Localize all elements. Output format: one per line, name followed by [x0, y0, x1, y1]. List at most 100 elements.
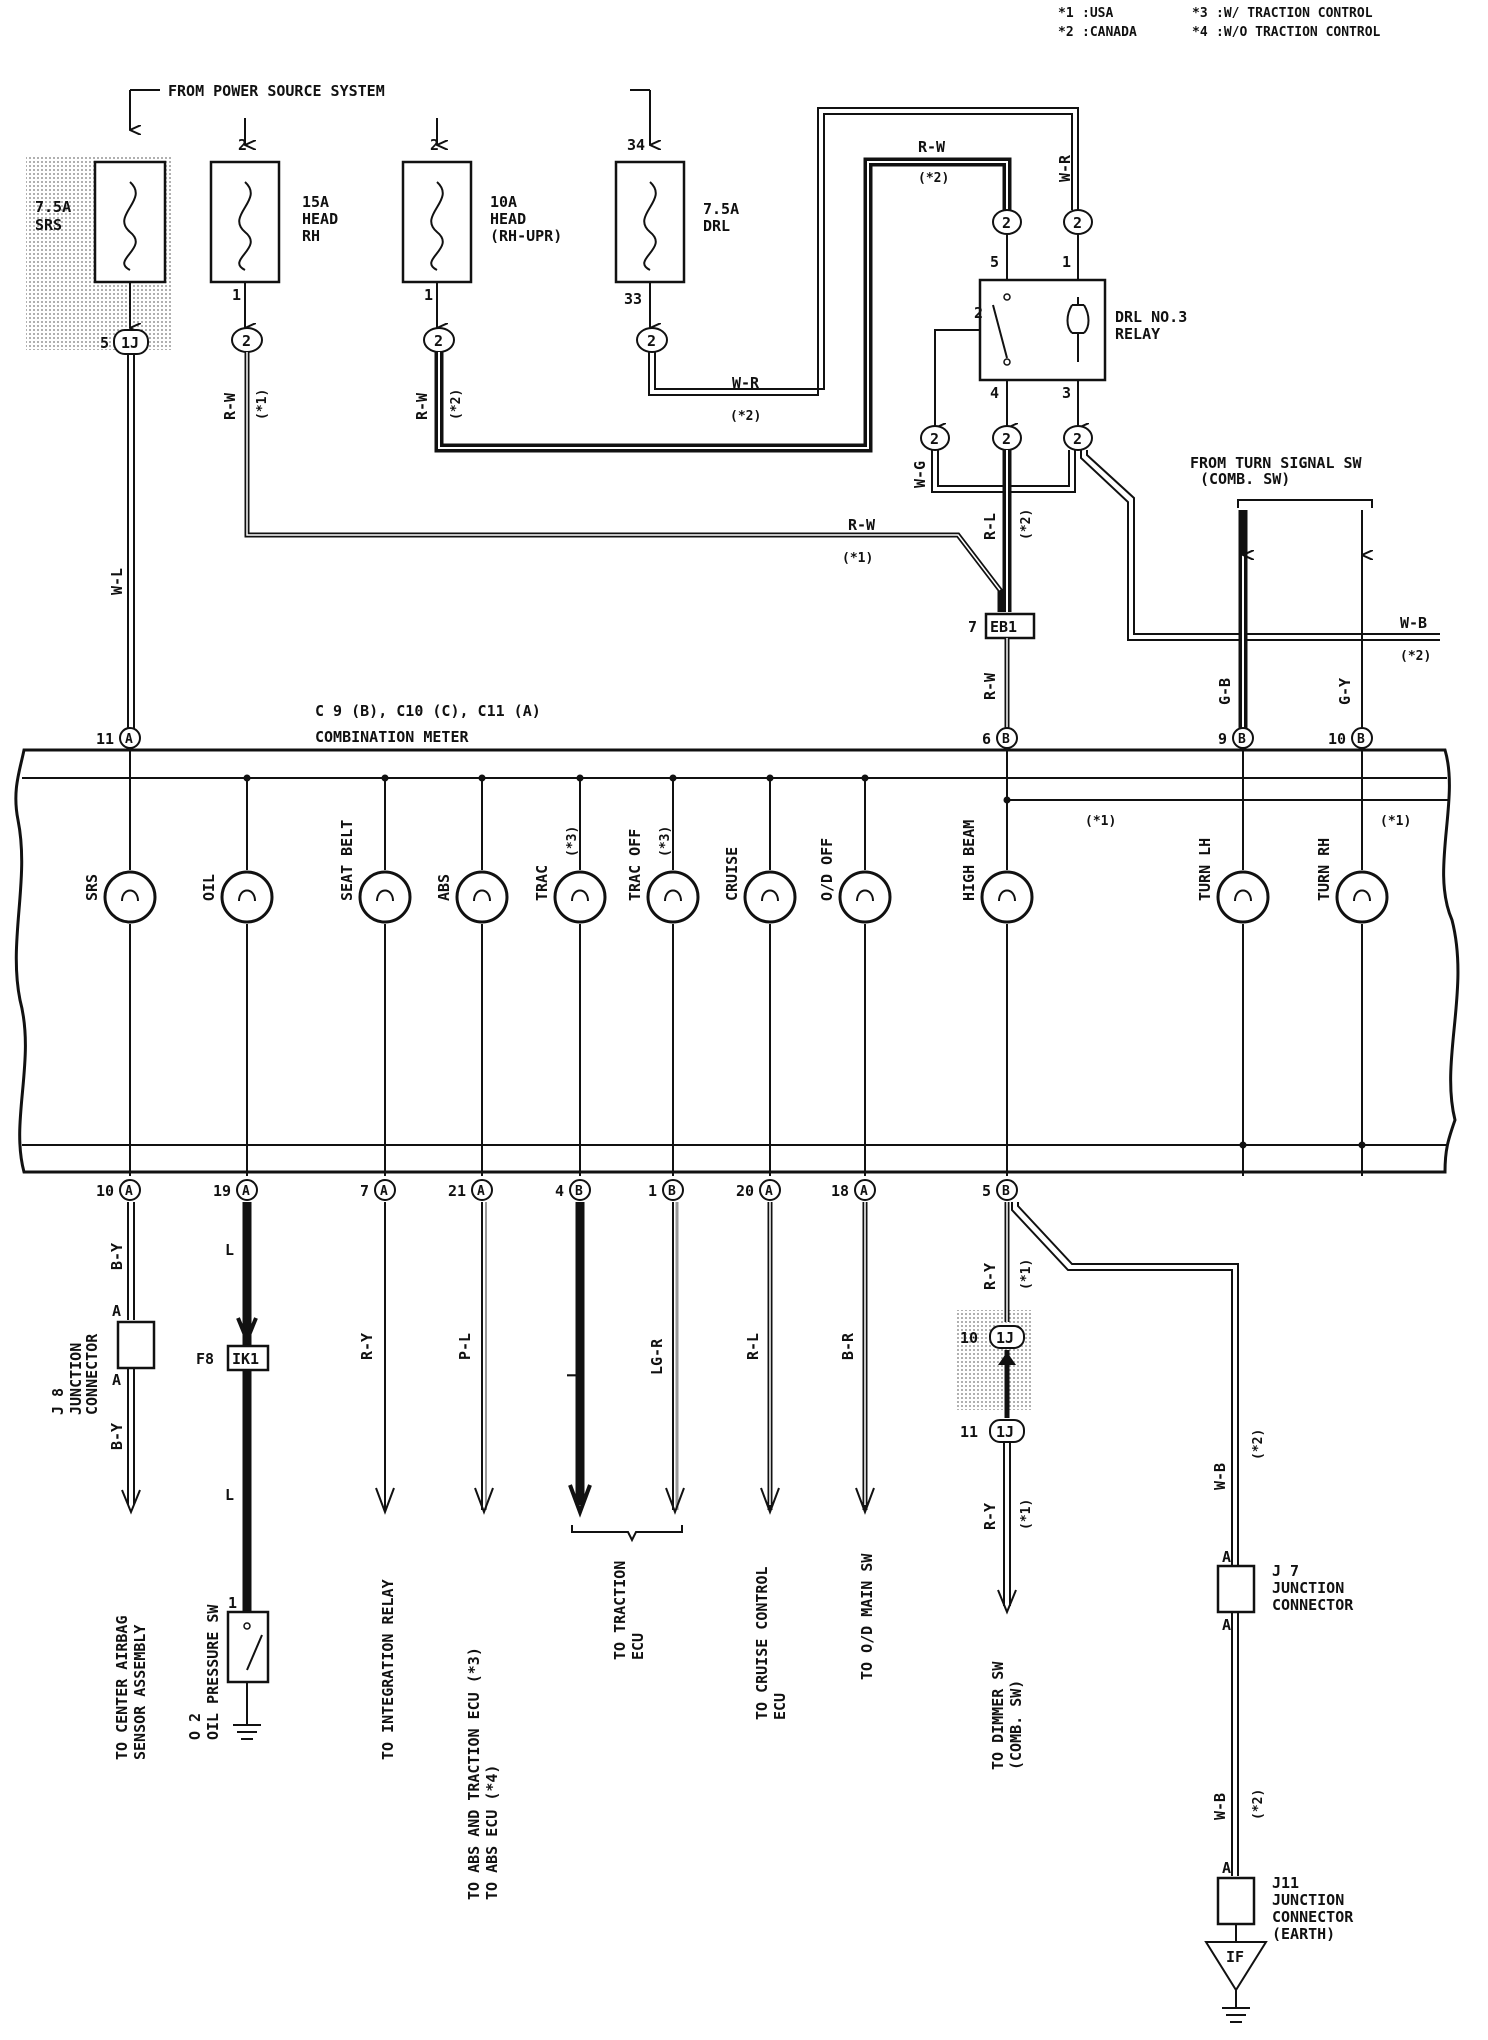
earth-label: IF — [1226, 1948, 1244, 1966]
fuse-head-upr-body — [401, 160, 473, 284]
fuse-drl-name: DRL — [703, 217, 730, 235]
wire-w-b-a — [1080, 450, 1440, 641]
lamp-label: O/D OFF — [818, 838, 836, 901]
fuse-drl-out-pin: 33 — [624, 290, 642, 308]
lamp-label: TURN RH — [1315, 838, 1333, 901]
bottom-pin-number: 5 — [982, 1182, 991, 1200]
bottom-pin-circle — [119, 1179, 141, 1201]
legend: *1 :USA *2 :CANADA *3 :W/ TRACTION CONTR… — [1058, 6, 1381, 40]
fuse-head-upr-name: HEAD — [490, 210, 526, 228]
wire-label-r-w-1: R-W — [221, 392, 239, 420]
fuse-head-rh-rating: 15A — [302, 193, 329, 211]
turn-signal-label2: (COMB. SW) — [1200, 470, 1290, 488]
ij-connector-11 — [989, 1419, 1025, 1443]
wire-label-r-l: R-L — [981, 513, 999, 540]
fuse-head-rh-connector-label: 2 — [242, 332, 251, 350]
wire-note-r-l: (*2) — [1019, 509, 1034, 540]
bottom-pin-number: 19 — [213, 1182, 231, 1200]
bottom-pin-circle — [662, 1179, 684, 1201]
destinations: TO CENTER AIRBAG SENSOR ASSEMBLY TO INTE… — [113, 1553, 1025, 1900]
eb1-name: EB1 — [990, 618, 1017, 636]
bottom-pin-letter: B — [575, 1184, 583, 1199]
wire-note-w-b-3: (*2) — [1251, 1789, 1266, 1820]
fuse-head-upr-rating: 10A — [490, 193, 517, 211]
top-pin-number: 9 — [1218, 730, 1227, 748]
lamp-note: (*3) — [658, 826, 673, 857]
relay-connector-3 — [1063, 425, 1093, 451]
arrow-cruise — [760, 1487, 780, 1515]
power-source-label: FROM POWER SOURCE SYSTEM — [168, 82, 385, 100]
j11-line2: CONNECTOR — [1272, 1908, 1354, 1926]
lamp-label: HIGH BEAM — [960, 820, 978, 901]
fuse-head-upr-out-pin: 1 — [424, 286, 433, 304]
legend-text-3: :W/ TRACTION CONTROL — [1216, 6, 1373, 21]
wire-label-b-r: B-R — [839, 1332, 857, 1360]
lamp-filament — [376, 889, 394, 902]
fuse-drl-body — [614, 160, 686, 284]
dest-cruise-2: ECU — [771, 1693, 789, 1720]
relay-output-wiring: W-G R-L (*2) W-B (*2) — [911, 450, 1440, 664]
fuse-head-rh-name2: RH — [302, 227, 320, 245]
j7-pin-bottom: A — [1222, 1616, 1231, 1634]
junction-eb1: EB1 7 R-W — [968, 612, 1036, 732]
top-pin-number: 11 — [96, 730, 114, 748]
bottom-pin-letter: A — [242, 1184, 250, 1199]
fuse-head-rh-name: HEAD — [302, 210, 338, 228]
legend-key-4: *4 — [1192, 25, 1208, 40]
fuse-head-rh-upr: 2 10A HEAD (RH-UPR) 1 2 — [401, 136, 562, 353]
fuse-srs-element — [123, 181, 137, 271]
bottom-pin-letter: A — [380, 1184, 388, 1199]
lamp-filament — [571, 889, 589, 902]
lamp-label: TURN LH — [1196, 838, 1214, 901]
lamp-icon — [103, 870, 157, 924]
relay-connector-3-label: 2 — [1073, 430, 1082, 448]
lamp-filament — [856, 889, 874, 902]
fuse-srs-out-pin: 5 — [100, 334, 109, 352]
eb1-box — [984, 612, 1036, 640]
wire-note-w-r: (*2) — [730, 409, 761, 424]
wire-r-w-1-core — [246, 352, 1001, 591]
j8-pin-top: A — [112, 1302, 121, 1320]
j8-box — [116, 1320, 156, 1370]
j8-line1: JUNCTION — [67, 1343, 85, 1415]
ik1-pin: F8 — [196, 1350, 214, 1368]
j11-line1: JUNCTION — [1272, 1891, 1344, 1909]
dest-integration-1: TO INTEGRATION RELAY — [379, 1579, 397, 1760]
ij-connector-10-name: 1J — [996, 1329, 1014, 1347]
bottom-pin-circle — [569, 1179, 591, 1201]
dest-dimmer-1: TO DIMMER SW — [989, 1661, 1007, 1770]
fuse-head-rh-body — [209, 160, 281, 284]
lamp-icon — [553, 870, 607, 924]
bus-junction-dot — [669, 774, 677, 782]
traction-brace — [571, 1525, 683, 1543]
wire-label-l-1: L — [225, 1241, 234, 1259]
wire-w-b-2-a — [1011, 1202, 1233, 1565]
lamp-label: TRAC — [533, 865, 551, 901]
wire-label-b-y-2: B-Y — [108, 1423, 126, 1450]
bottom-pin-number: 21 — [448, 1182, 466, 1200]
fuse-drl: 34 7.5A DRL 33 2 — [614, 136, 739, 353]
bottom-pin-number: 10 — [96, 1182, 114, 1200]
meter-connectors-line: C 9 (B), C10 (C), C11 (A) — [315, 702, 541, 720]
top-pin-letter: A — [125, 732, 133, 747]
bottom-pin-circle — [471, 1179, 493, 1201]
dest-cruise-1: TO CRUISE CONTROL — [753, 1566, 771, 1720]
dest-traction-1: TO TRACTION — [611, 1561, 629, 1660]
wire-w-r-b — [654, 113, 1073, 390]
wire-label-l-2: L — [225, 1486, 234, 1504]
legend-text-4: :W/O TRACTION CONTROL — [1216, 25, 1381, 40]
j11-name: J11 — [1272, 1874, 1299, 1892]
dest-airbag-1: TO CENTER AIRBAG — [113, 1616, 131, 1761]
bottom-pin-circle — [759, 1179, 781, 1201]
lamp-filament — [238, 889, 256, 902]
oil-switch-pin: 1 — [228, 1594, 237, 1612]
fuse-head-rh: 2 15A HEAD RH 1 2 — [209, 136, 338, 353]
drl-relay: 2 2 5 1 2 DRL NO.3 RELAY 4 3 2 2 2 — [920, 209, 1187, 451]
relay-connector-1-label: 2 — [1073, 214, 1082, 232]
wire-w-b-2-b — [1017, 1202, 1239, 1565]
arrow-abs — [474, 1487, 494, 1515]
lamp-label: TRAC OFF — [626, 829, 644, 901]
fuse-drl-in-pin: 34 — [627, 136, 645, 154]
